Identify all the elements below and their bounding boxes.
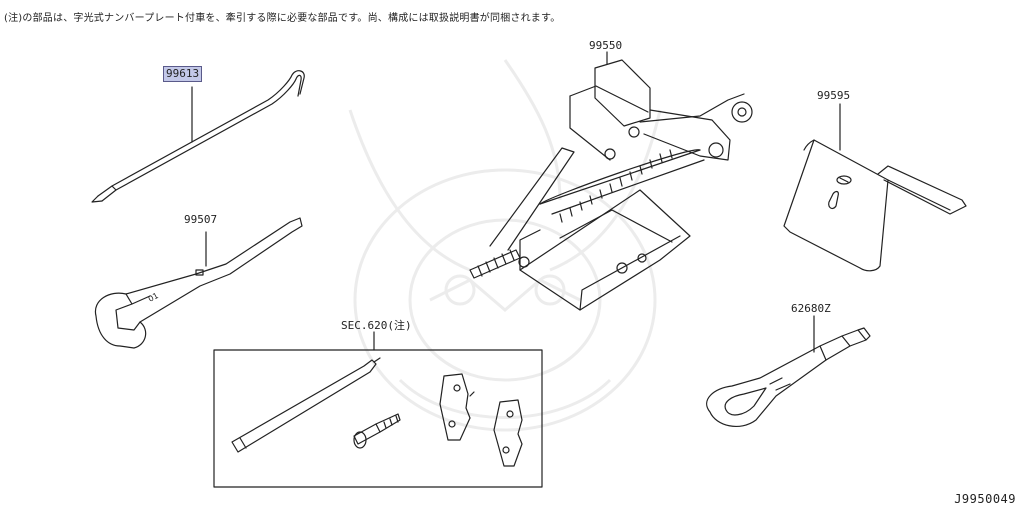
part-label-99550[interactable]: 99550 xyxy=(589,39,623,52)
wrench: 01 xyxy=(94,217,303,349)
jack-bracket xyxy=(783,103,967,272)
sec620-group xyxy=(213,331,543,488)
tow-hook xyxy=(706,315,871,428)
part-label-99507[interactable]: 99507 xyxy=(184,213,218,226)
jack-handle-rod xyxy=(91,70,305,203)
part-label-99613[interactable]: 99613 xyxy=(163,66,203,82)
scissor-jack xyxy=(469,51,753,311)
diagram-id: J9950049 xyxy=(954,492,1016,506)
watermark-emblem xyxy=(348,59,662,432)
part-label-sec620[interactable]: SEC.620(注) xyxy=(341,319,412,332)
part-label-62680z[interactable]: 62680Z xyxy=(791,302,831,315)
svg-text:01: 01 xyxy=(147,291,160,304)
part-label-99595[interactable]: 99595 xyxy=(817,89,851,102)
note-text: (注)の部品は、字光式ナンバープレート付車を、牽引する際に必要な部品です。尚、構… xyxy=(4,13,561,24)
